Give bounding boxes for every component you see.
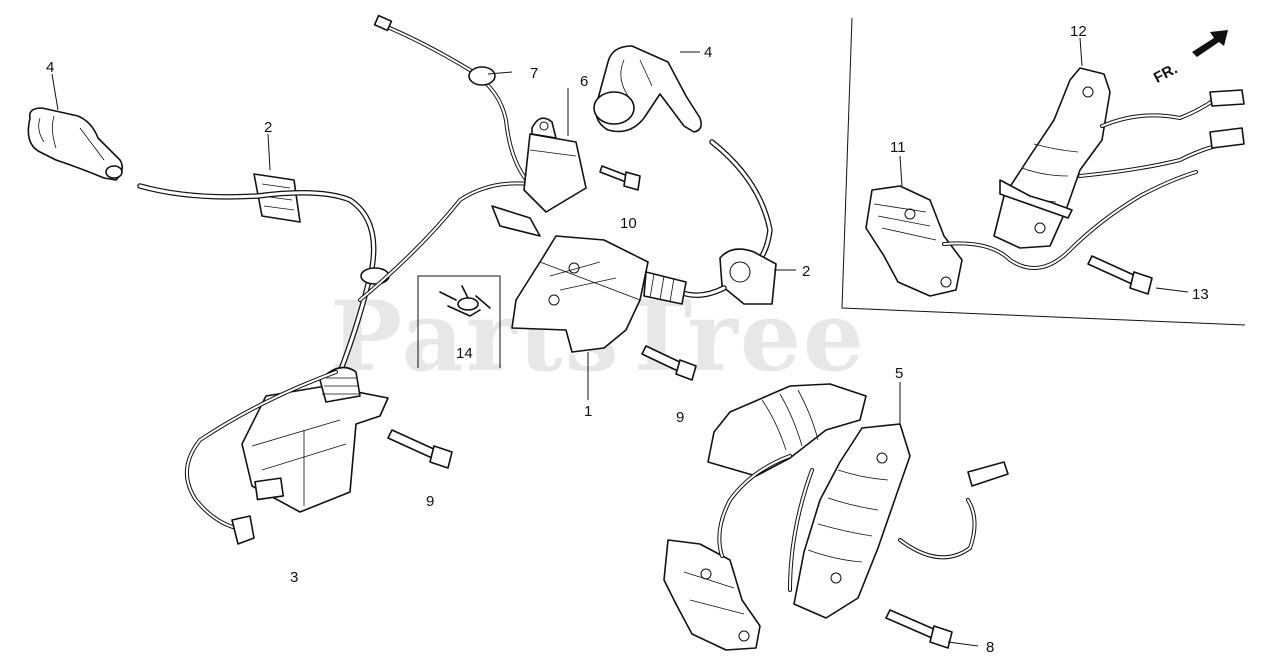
callout-4-right: 4 xyxy=(704,44,712,61)
callout-2-left: 2 xyxy=(264,119,272,136)
callout-11: 11 xyxy=(890,139,906,156)
spark-plug-cap-left[interactable] xyxy=(27,107,124,181)
leader-lines xyxy=(51,37,1189,647)
bolt-8[interactable] xyxy=(885,609,953,649)
callout-9-center: 9 xyxy=(676,409,684,426)
callout-10: 10 xyxy=(620,215,637,232)
stop-wire[interactable] xyxy=(373,14,530,184)
callout-9-left: 9 xyxy=(426,493,434,510)
ignition-coil-left[interactable] xyxy=(241,366,389,513)
charge-coil-inset[interactable] xyxy=(993,67,1245,249)
small-connector xyxy=(491,205,541,237)
front-direction-arrow-icon xyxy=(1192,30,1228,57)
charge-coil-assembly[interactable] xyxy=(663,383,1009,651)
bolt-9-left[interactable] xyxy=(387,429,453,469)
callout-12: 12 xyxy=(1070,23,1087,40)
callout-4-left: 4 xyxy=(46,59,54,76)
callout-14: 14 xyxy=(456,345,473,362)
exciter-coil-inset[interactable] xyxy=(865,170,1198,297)
callout-5: 5 xyxy=(895,365,903,382)
callout-numbers: 4 2 7 6 4 10 2 14 1 9 9 3 5 8 12 11 13 xyxy=(46,23,1209,656)
callout-3: 3 xyxy=(290,569,298,586)
ignition-coil-center[interactable] xyxy=(511,235,687,353)
callout-1: 1 xyxy=(584,403,592,420)
callout-6: 6 xyxy=(580,73,588,90)
inset-frame xyxy=(841,17,1246,326)
callout-13: 13 xyxy=(1192,286,1209,303)
stop-wire-grommet xyxy=(468,66,496,86)
wire-clip[interactable] xyxy=(439,285,491,317)
callout-2-right: 2 xyxy=(802,263,810,280)
wire-grommet-left[interactable] xyxy=(253,173,301,223)
ground-terminal xyxy=(231,515,255,545)
bolt-13[interactable] xyxy=(1087,255,1153,295)
callout-8: 8 xyxy=(986,639,994,656)
callout-7: 7 xyxy=(530,65,538,82)
wire-clip-frame xyxy=(417,275,501,368)
bolt-9-center[interactable] xyxy=(641,345,697,381)
diode-module[interactable] xyxy=(523,117,587,213)
direction-label: FR. xyxy=(1151,60,1180,86)
spark-plug-cap-right[interactable] xyxy=(593,45,702,133)
wire-grommet-right[interactable] xyxy=(719,248,777,305)
bolt-10[interactable] xyxy=(599,165,641,191)
